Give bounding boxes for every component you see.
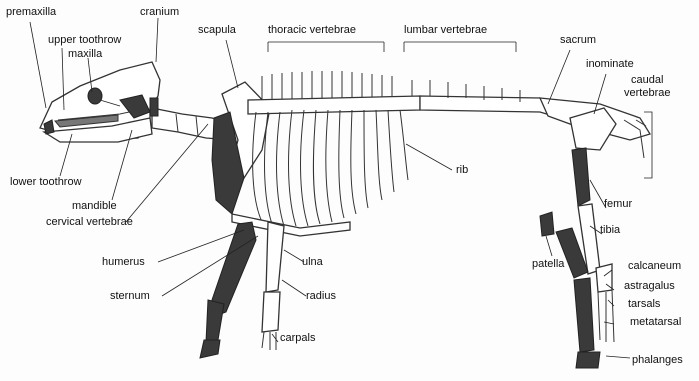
metatarsal-bone: [574, 278, 594, 352]
ulna-bone: [266, 222, 284, 292]
label-premaxilla: premaxilla: [6, 6, 56, 18]
label-carpals: carpals: [280, 332, 315, 344]
label-inominate: inominate: [586, 58, 634, 70]
label-humerus: humerus: [102, 256, 145, 268]
label-calcaneum: calcaneum: [628, 260, 681, 272]
patella-bone: [540, 212, 554, 236]
label-ulna: ulna: [302, 256, 323, 268]
lumbar-spine: [412, 80, 560, 118]
label-femur: femur: [604, 198, 632, 210]
label-maxilla: maxilla: [68, 48, 102, 60]
label-patella: patella: [532, 258, 564, 270]
label-astragalus: astragalus: [624, 280, 675, 292]
label-lumbar-vertebrae: lumbar vertebrae: [404, 24, 487, 36]
carpals-bone: [262, 292, 280, 332]
label-tibia: tibia: [600, 224, 620, 236]
label-tarsals: tarsals: [628, 298, 660, 310]
label-scapula: scapula: [198, 24, 236, 36]
label-radius: radius: [306, 290, 336, 302]
thoracic-spines: [248, 71, 420, 114]
label-mandible: mandible: [72, 200, 117, 212]
label-sternum: sternum: [110, 290, 150, 302]
label-lower-toothrow: lower toothrow: [10, 176, 82, 188]
label-cranium: cranium: [140, 6, 179, 18]
eye-socket: [88, 88, 102, 104]
label-thoracic-vertebrae: thoracic vertebrae: [268, 24, 356, 36]
label-sacrum: sacrum: [560, 34, 596, 46]
label-metatarsal: metatarsal: [630, 316, 681, 328]
skull: [40, 62, 160, 142]
label-caudal-vertebrae: caudal vertebrae: [624, 74, 670, 100]
label-cervical-vertebrae: cervical vertebrae: [46, 216, 133, 228]
femur-bone: [572, 148, 590, 206]
pelvis: [540, 98, 650, 158]
foreleg: [200, 222, 284, 358]
label-phalanges: phalanges: [632, 354, 683, 366]
tarsals-bone: [596, 264, 612, 292]
phalanges-bone: [576, 352, 600, 368]
label-upper-toothrow: upper toothrow: [48, 34, 121, 46]
rib-cage: [253, 110, 408, 226]
label-rib: rib: [456, 164, 468, 176]
